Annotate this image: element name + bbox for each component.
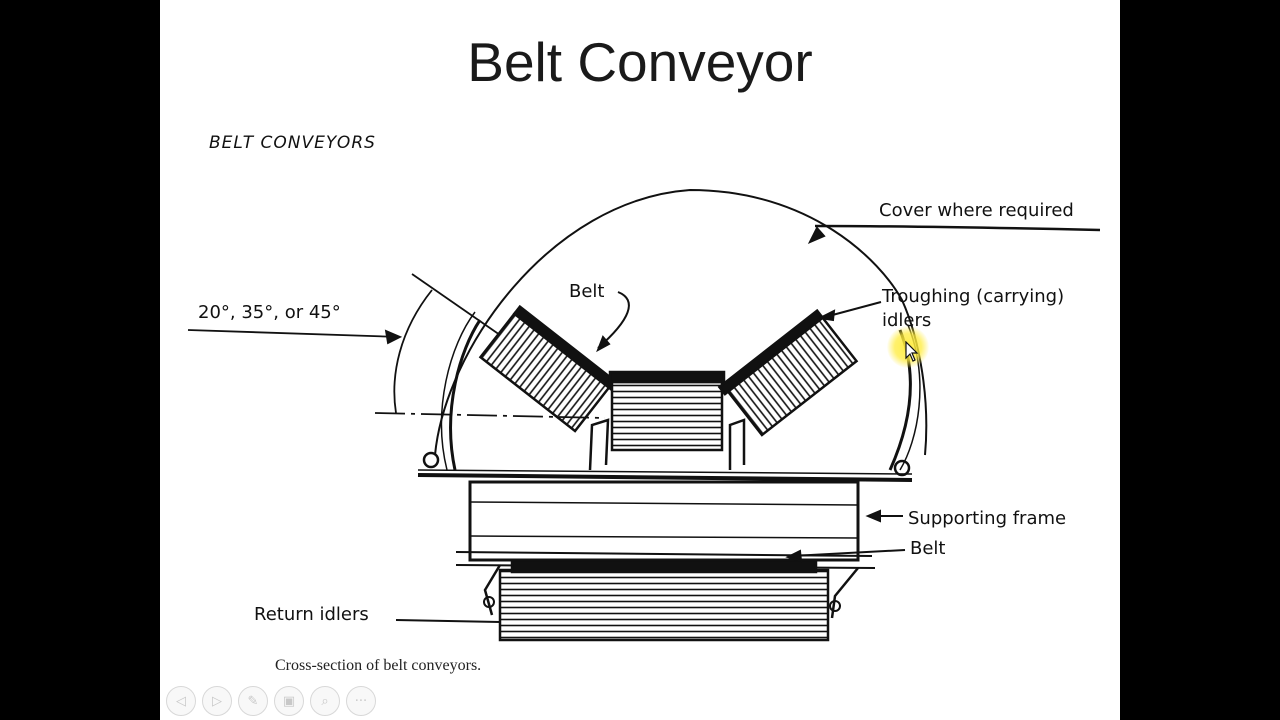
troughing-label-line2: idlers: [882, 310, 932, 331]
previous-slide-button[interactable]: ◁: [166, 686, 196, 716]
belt-top-label: Belt: [569, 281, 605, 302]
pen-icon: ✎: [247, 693, 259, 709]
slides-overview-button[interactable]: ▣: [274, 686, 304, 716]
supporting-frame: [468, 480, 860, 562]
cursor-highlight: [887, 326, 929, 368]
grid-icon: ▣: [282, 693, 296, 709]
slide: Belt Conveyor: [160, 0, 1120, 720]
presentation-toolbar: ◁ ▷ ✎ ▣ ⌕ ···: [166, 686, 376, 716]
ellipsis-icon: ···: [354, 693, 368, 709]
pen-tool-button[interactable]: ✎: [238, 686, 268, 716]
angle-label: 20°, 35°, or 45°: [198, 302, 341, 323]
return-idlers-label: Return idlers: [254, 604, 369, 625]
more-options-button[interactable]: ···: [346, 686, 376, 716]
arrow-left-icon: ◁: [176, 693, 186, 709]
diagram-caption: Cross-section of belt conveyors.: [275, 657, 482, 674]
mouse-pointer-icon: [905, 341, 919, 362]
cover-label: Cover where required: [879, 200, 1074, 221]
troughing-idlers: [478, 304, 859, 452]
diagram-heading: BELT CONVEYORS: [209, 133, 376, 153]
magnifier-icon: ⌕: [321, 693, 329, 709]
troughing-label-line1: Troughing (carrying): [882, 286, 1065, 307]
arrow-right-icon: ▷: [212, 693, 222, 709]
return-idler: [498, 558, 830, 642]
supporting-frame-label: Supporting frame: [908, 508, 1067, 529]
next-slide-button[interactable]: ▷: [202, 686, 232, 716]
zoom-button[interactable]: ⌕: [310, 686, 340, 716]
belt-bottom-label: Belt: [910, 538, 946, 559]
slide-title: Belt Conveyor: [467, 31, 813, 93]
